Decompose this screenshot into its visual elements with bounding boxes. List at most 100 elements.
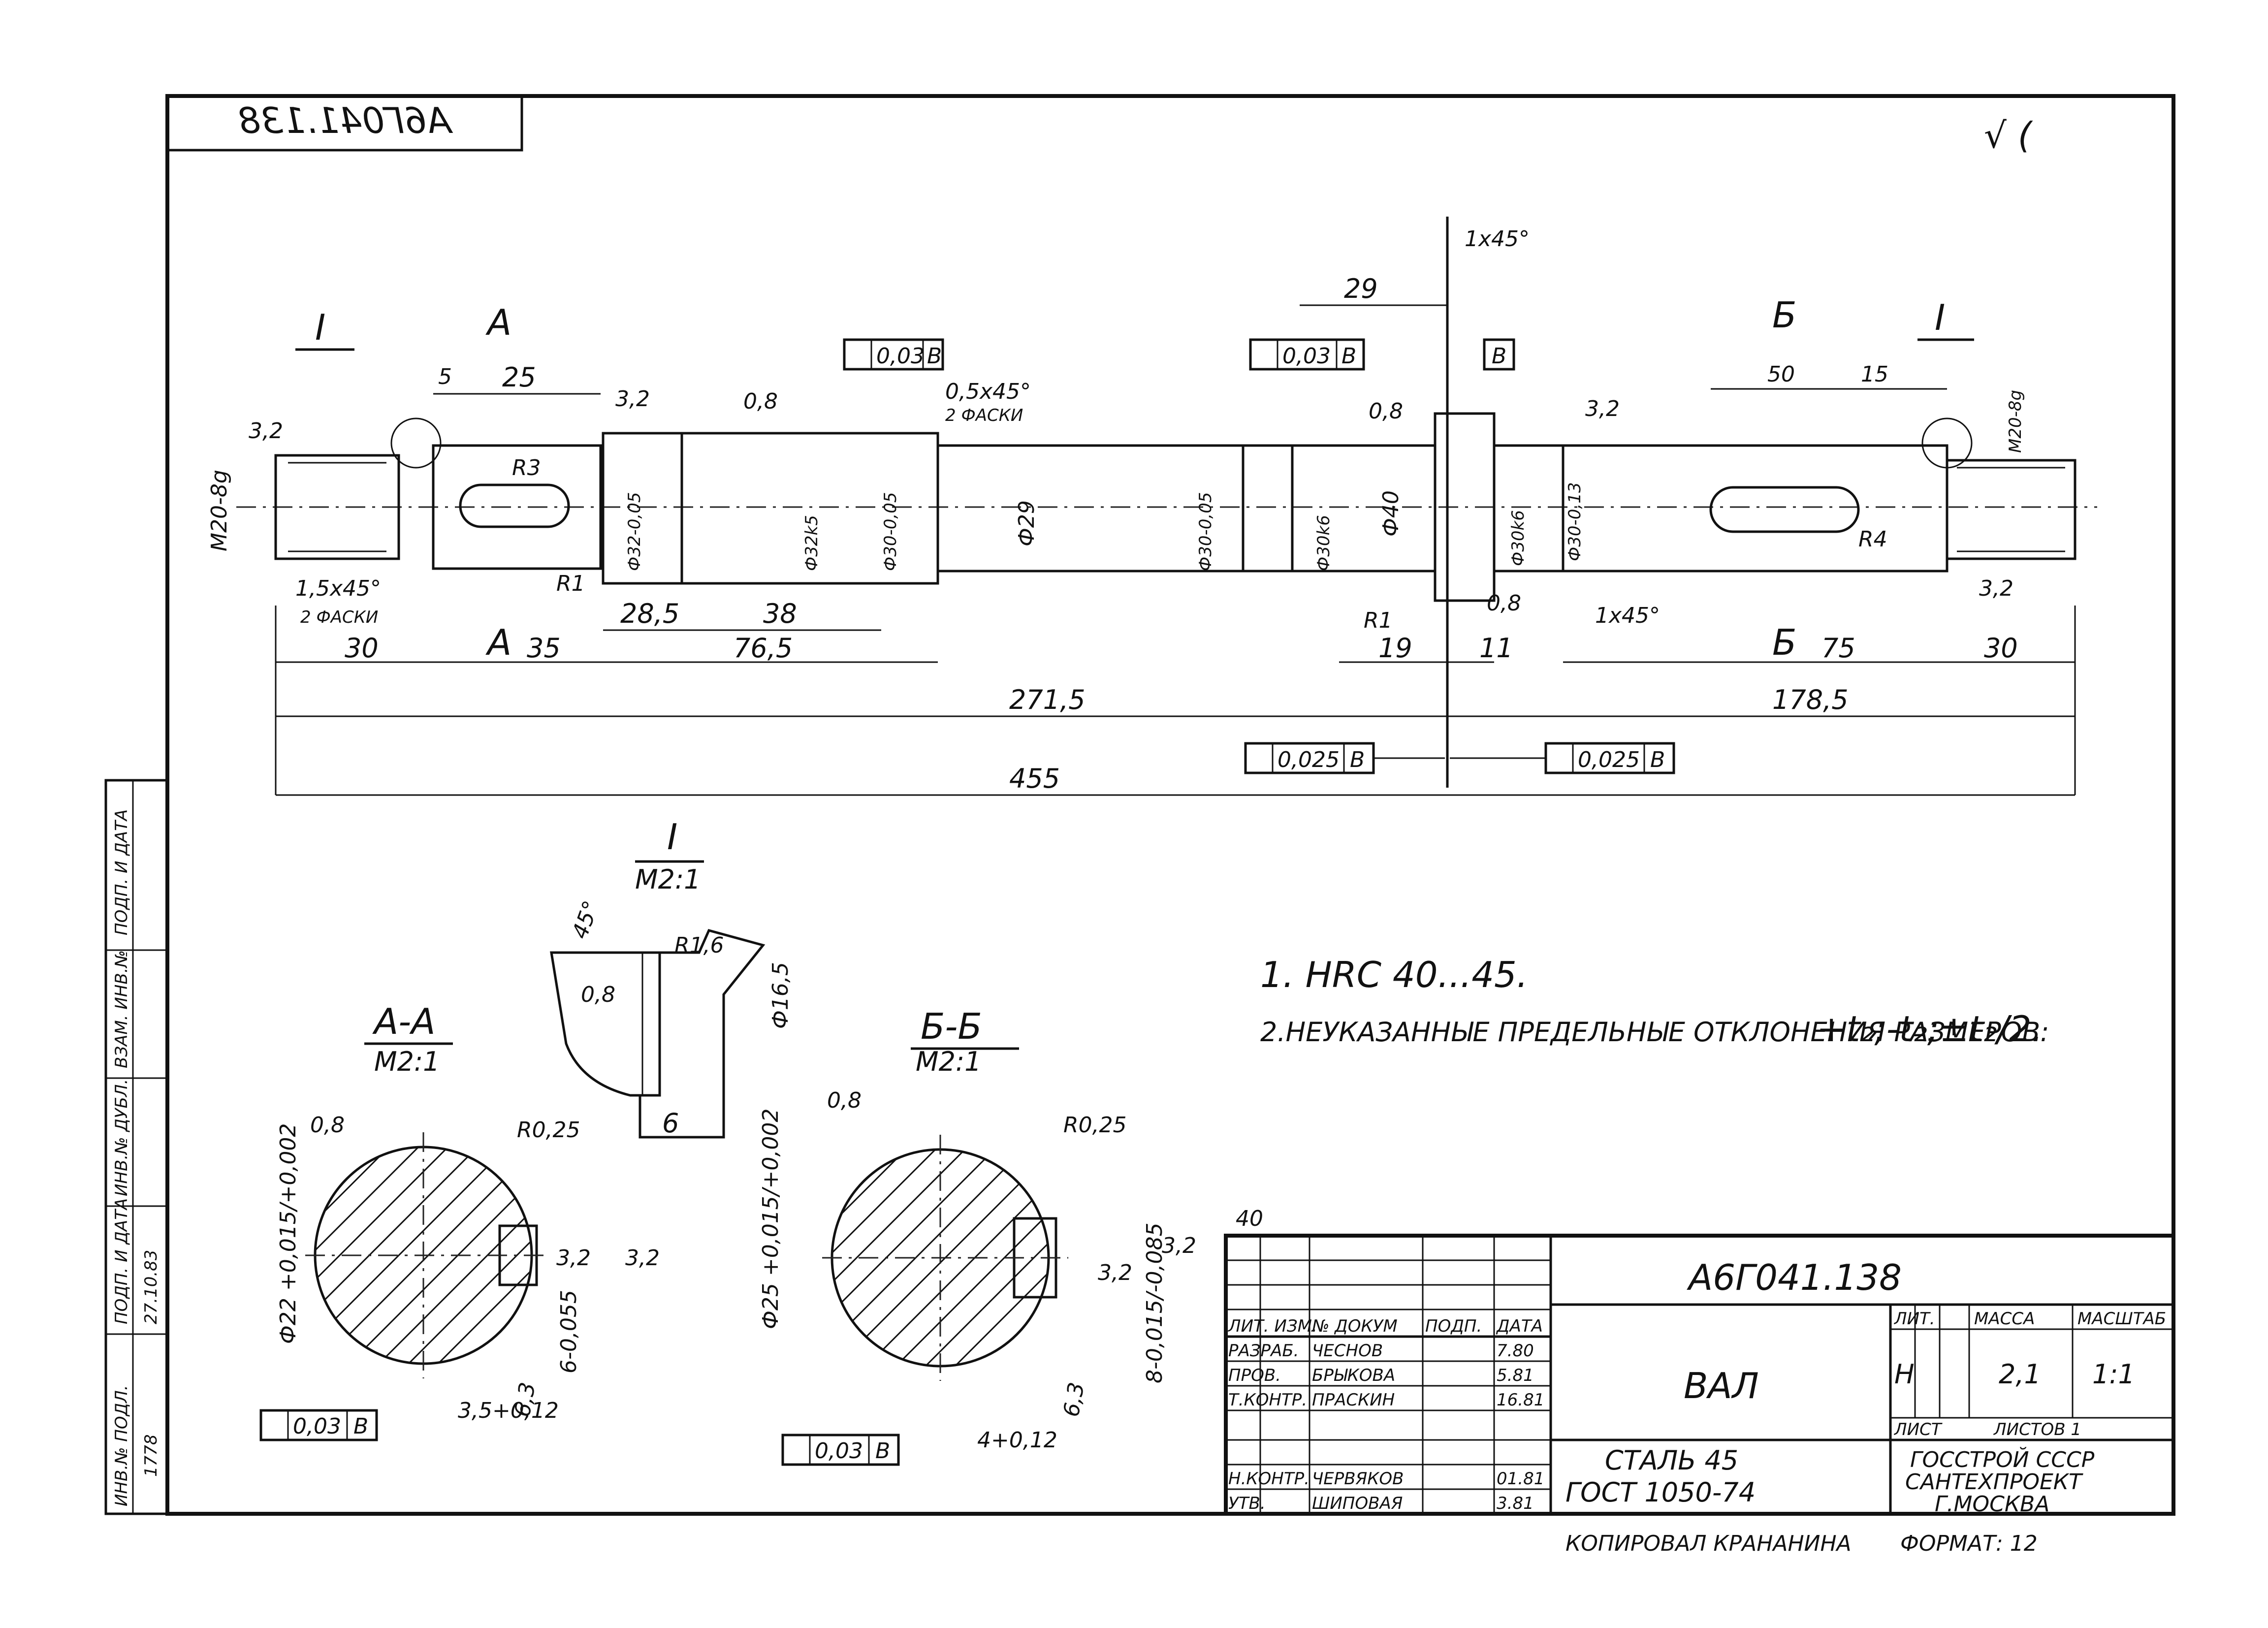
chamfer-mid: 0,5x45° — [945, 379, 1031, 404]
dim-5: 5 — [438, 364, 452, 389]
dim-35: 35 — [527, 633, 561, 664]
radius-r3: R3 — [512, 455, 541, 480]
section-B-tolerance-base: В — [875, 1438, 890, 1464]
tolerance-frame-2 — [1249, 338, 1365, 371]
note-1: 1. HRC 40...45. — [1260, 954, 1528, 995]
dim-overall-455: 455 — [1009, 763, 1060, 794]
section-B-title: Б-Б — [921, 1006, 982, 1047]
section-A-diameter: Ф22 +0,015/+0,002 — [276, 1123, 301, 1344]
stamp-row-5-role: УТВ. — [1228, 1494, 1266, 1513]
detail-I-width: 6 — [662, 1108, 679, 1139]
dia-32-collar: Ф32-0,05 — [625, 492, 644, 571]
section-B-rough-3-2-b: 3,2 — [1162, 1233, 1196, 1258]
section-A-title: А-А — [372, 1001, 436, 1042]
stamp-row-0-role: ЛИТ. ИЗМ. — [1227, 1316, 1317, 1336]
chamfer-top: 1x45° — [1465, 226, 1530, 252]
radius-r1-left: R1 — [556, 571, 585, 596]
detail-I-title: I — [667, 816, 677, 858]
stamp-row-1-date: 7.80 — [1497, 1341, 1534, 1361]
dim-178-5: 178,5 — [1772, 684, 1849, 715]
stamp-row-4-date: 01.81 — [1497, 1469, 1544, 1489]
copied-by: КОПИРОВАЛ КРАНАНИНА — [1565, 1531, 1852, 1556]
tolerance-4-value: 0,025 — [1578, 747, 1640, 772]
section-B-rough-3-2-a: 3,2 — [1098, 1260, 1132, 1285]
stamp-row-5-name: ШИПОВАЯ — [1312, 1494, 1403, 1513]
organization-line-2: САНТЕХПРОЕКТ — [1905, 1469, 2083, 1495]
detail-I-profile — [550, 929, 766, 1139]
section-B-width: 4+0,12 — [977, 1428, 1057, 1453]
detail-I-diameter: Ф16,5 — [768, 962, 793, 1029]
stamp-row-0-sign: ПОДП. — [1425, 1316, 1482, 1336]
dia-30-a: Ф30-0,05 — [881, 492, 900, 571]
section-B-depth: 8-0,015/-0,085 — [1142, 1223, 1167, 1384]
section-B-diameter: Ф25 +0,015/+0,002 — [758, 1109, 783, 1329]
datum-box — [1483, 338, 1515, 371]
detail-I-scale: M2:1 — [635, 864, 701, 895]
detail-I-radius: R1,6 — [674, 933, 724, 958]
chamfer-left-2: 2 ФАСКИ — [300, 607, 378, 627]
stamp-row-4-role: Н.КОНТР. — [1228, 1469, 1310, 1489]
side-stamp-label-1: ПОДП. И ДАТА — [112, 809, 131, 935]
chamfer-left: 1,5x45° — [295, 576, 381, 601]
dim-271-5: 271,5 — [1009, 684, 1086, 715]
section-B-tolerance-value: 0,03 — [815, 1438, 863, 1464]
mirrored-drawing-code: А6Г041.138 — [238, 100, 453, 141]
dim-15: 15 — [1861, 362, 1888, 387]
section-A-roughness: 0,8 — [310, 1113, 345, 1138]
dim-11: 11 — [1479, 633, 1513, 664]
side-stamp-label-3: ИНВ.№ ДУБЛ. — [112, 1079, 131, 1196]
stamp-row-3-date: 16.81 — [1497, 1390, 1544, 1410]
chamfer-mid-2: 2 ФАСКИ — [945, 406, 1023, 425]
section-A-scale: M2:1 — [374, 1046, 440, 1077]
dia-40: Ф40 — [1378, 490, 1404, 537]
dim-38: 38 — [763, 598, 797, 629]
drawing-frame — [165, 94, 2175, 1516]
section-A-rough-3-2-b: 3,2 — [625, 1245, 660, 1271]
section-marker-A-bottom: А — [485, 622, 511, 663]
dim-76-5: 76,5 — [734, 633, 793, 664]
dim-30-right: 30 — [1984, 633, 2018, 664]
header-mass: МАССА — [1974, 1309, 2035, 1329]
thread-left: M20-8g — [207, 470, 232, 551]
mass-value: 2,1 — [1999, 1359, 2041, 1390]
side-stamp-label-4: ПОДП. И ДАТА — [112, 1198, 131, 1324]
section-A-rough-3-2-a: 3,2 — [556, 1245, 591, 1271]
section-A-depth: 6-0,055 — [556, 1290, 581, 1373]
section-marker-B-bottom: Б — [1772, 622, 1796, 663]
shaft-dimension-lines — [275, 304, 2076, 796]
radius-r4: R4 — [1858, 527, 1887, 552]
material-line-1: СТАЛЬ 45 — [1605, 1445, 1738, 1476]
stamp-row-1-name: ЧЕСНОВ — [1312, 1341, 1383, 1361]
title-block-corner-mark: 40 — [1236, 1206, 1263, 1231]
tolerance-4-base: В — [1650, 747, 1665, 772]
roughness-3-2-collar: 3,2 — [615, 386, 650, 412]
roughness-3-2-right: 3,2 — [1585, 396, 1620, 421]
tolerance-2-value: 0,03 — [1282, 344, 1331, 369]
lit-value: Н — [1894, 1359, 1915, 1390]
section-marker-B-top: Б — [1772, 294, 1796, 336]
radius-r1-mid: R1 — [1364, 608, 1393, 633]
stamp-row-5-date: 3.81 — [1497, 1494, 1534, 1513]
chamfer-right: 1x45° — [1595, 603, 1660, 628]
dim-25: 25 — [502, 362, 536, 393]
tolerance-frame-1 — [843, 338, 944, 371]
dim-75: 75 — [1821, 633, 1855, 664]
material-line-2: ГОСТ 1050-74 — [1565, 1477, 1756, 1508]
section-A-tolerance-frame — [259, 1409, 378, 1441]
section-A-tolerance-base: В — [353, 1414, 368, 1439]
tolerance-2-base: В — [1342, 344, 1356, 369]
dim-28-5: 28,5 — [620, 598, 679, 629]
dia-32k5: Ф32k5 — [802, 515, 822, 571]
section-marker-I-left: I — [315, 307, 325, 348]
stamp-row-2-date: 5.81 — [1497, 1366, 1534, 1385]
dim-29: 29 — [1344, 273, 1378, 304]
format-label: ФОРМАТ: 12 — [1900, 1531, 2038, 1556]
stamp-row-2-name: БРЫКОВА — [1312, 1366, 1395, 1385]
tolerance-3-value: 0,025 — [1278, 747, 1340, 772]
dim-19: 19 — [1378, 633, 1412, 664]
stamp-row-0-name: № ДОКУМ — [1311, 1316, 1398, 1336]
header-lit: ЛИТ. — [1893, 1309, 1935, 1329]
section-B-roughness: 0,8 — [827, 1088, 862, 1113]
dia-30k6-left: Ф30k6 — [1314, 515, 1334, 571]
section-B-rough-6-3: 6,3 — [1059, 1380, 1089, 1419]
